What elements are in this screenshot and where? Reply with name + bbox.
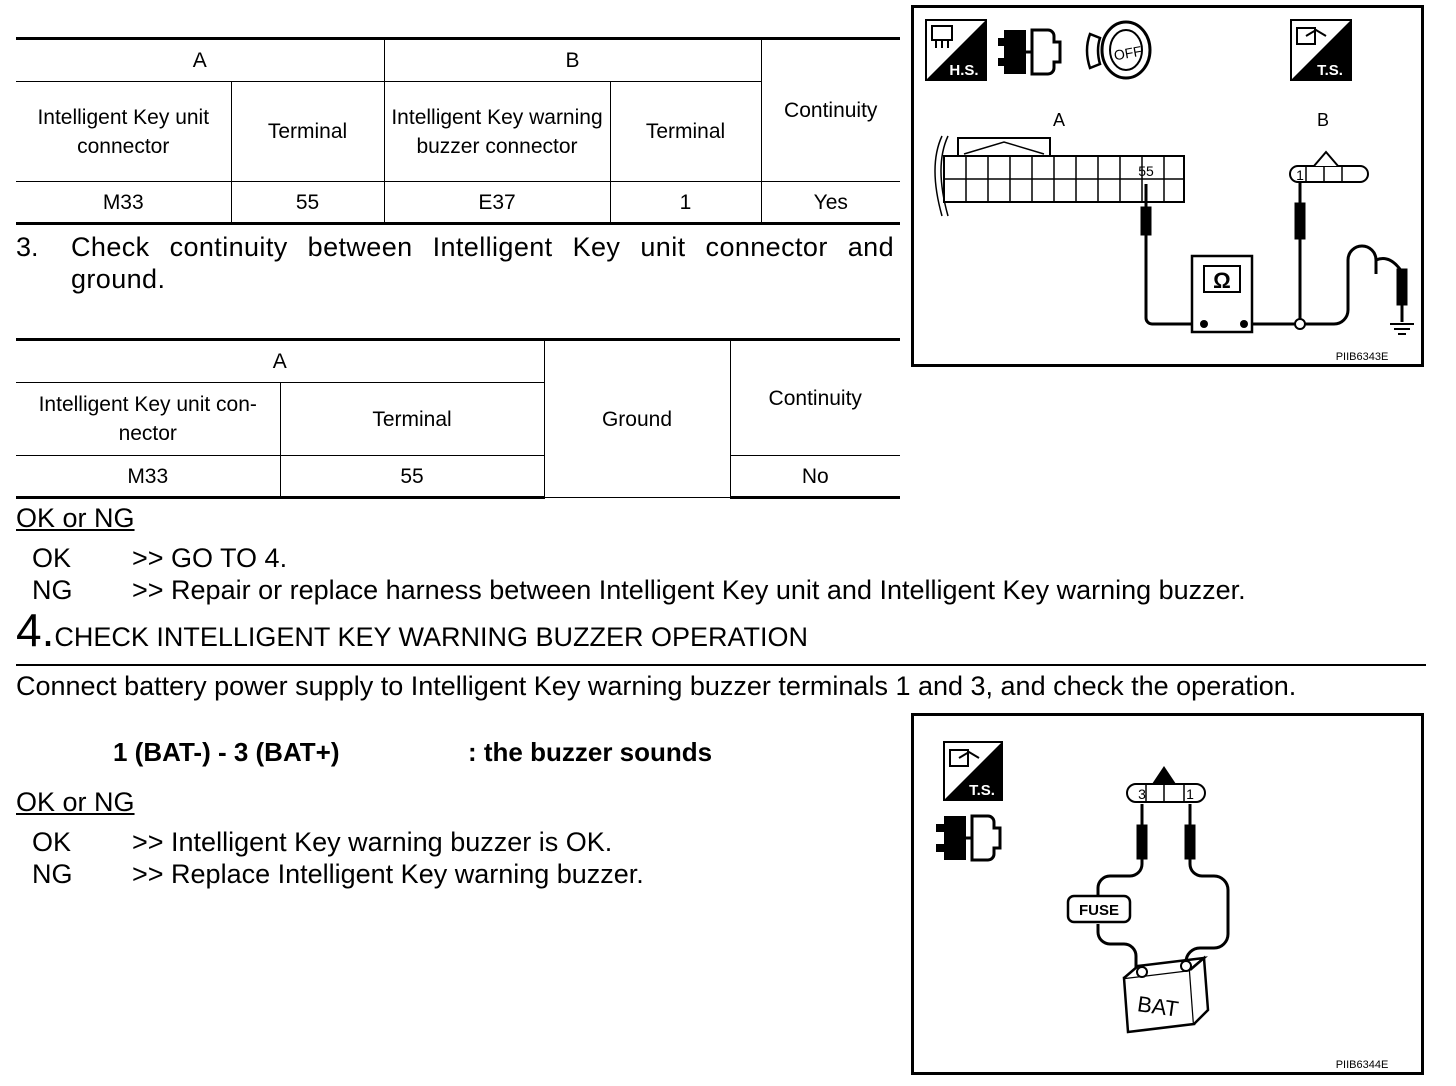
table1-col-continuity: Continuity bbox=[760, 37, 900, 182]
icon-off-label: OFF bbox=[1113, 43, 1143, 64]
figure-continuity-diagram: H.S. OFF T.S. A bbox=[911, 5, 1424, 367]
connector-icon bbox=[936, 814, 1002, 862]
table2-col-a-terminal: Terminal bbox=[279, 382, 544, 456]
table1-cell-b-connector: E37 bbox=[383, 181, 611, 225]
connector-b-label: B bbox=[1317, 110, 1329, 130]
buzzer-terminal-left: 3 bbox=[1138, 786, 1146, 802]
table1-header-a: A bbox=[16, 37, 385, 82]
buzzer-terminal-right: 1 bbox=[1186, 786, 1194, 802]
junction-point bbox=[1294, 318, 1306, 330]
ohmmeter-symbol: Ω bbox=[1213, 268, 1231, 293]
continuity-table-1: A B Continuity Intelligent Key unit conn… bbox=[16, 37, 900, 225]
ground-icon bbox=[1390, 323, 1414, 335]
result2-ok-text: >> Intelligent Key warning buzzer is OK. bbox=[132, 827, 613, 857]
table1-cell-b-terminal: 1 bbox=[609, 181, 762, 225]
table2-cell-continuity: No bbox=[729, 455, 900, 499]
table1-col-b-connector: Intelligent Key warning buzzer connector bbox=[383, 81, 611, 182]
result1-ok-text: >> GO TO 4. bbox=[132, 543, 288, 573]
step4-number: 4. bbox=[16, 604, 55, 656]
result1-ok-row: OK >> GO TO 4. bbox=[0, 542, 1400, 574]
step4-title: CHECK INTELLIGENT KEY WARNING BUZZER OPE… bbox=[54, 622, 808, 652]
ohmmeter-icon: Ω bbox=[1190, 254, 1254, 334]
connector-a-terminal: 55 bbox=[1138, 163, 1154, 179]
connector-b-diagram: 1 bbox=[1289, 150, 1369, 183]
icon-ts-label: T.S. bbox=[1317, 62, 1343, 79]
icon-hs-label: H.S. bbox=[949, 62, 978, 79]
connector-a-diagram: 55 bbox=[934, 135, 1185, 217]
connector-b-terminal: 1 bbox=[1296, 167, 1304, 183]
result2-ng-row: NG >> Replace Intelligent Key warning bu… bbox=[0, 858, 900, 890]
result1-heading: OK or NG bbox=[16, 503, 135, 533]
continuity-table-2: A Ground Continuity Intelligent Key unit… bbox=[16, 338, 900, 499]
result2-ok-row: OK >> Intelligent Key warning buzzer is … bbox=[0, 826, 900, 858]
table2-cell-a-terminal: 55 bbox=[279, 455, 545, 499]
table2-header-a: A bbox=[16, 338, 545, 383]
step3-number: 3. bbox=[16, 232, 39, 262]
figure-buzzer-test-diagram: T.S. 3 1 bbox=[911, 713, 1424, 1075]
result2-ng-key: NG bbox=[32, 859, 73, 889]
result2-ng-text: >> Replace Intelligent Key warning buzze… bbox=[132, 859, 644, 889]
table1-col-b-terminal: Terminal bbox=[609, 81, 761, 182]
terminal-side-icon: T.S. bbox=[943, 741, 1003, 801]
step4-instruction: Connect battery power supply to Intellig… bbox=[16, 671, 1297, 701]
result1-ng-text: >> Repair or replace harness between Int… bbox=[132, 575, 1246, 605]
result2-heading: OK or NG bbox=[16, 787, 135, 817]
harness-side-icon: H.S. bbox=[925, 19, 987, 81]
figure1-code: PIIB6343E bbox=[1336, 351, 1389, 363]
table1-cell-a-connector: M33 bbox=[16, 181, 232, 225]
test-wires bbox=[1096, 804, 1230, 976]
buzzer-connector: 3 1 bbox=[1126, 766, 1206, 803]
step3-text: Check continuity between Intelligent Key… bbox=[71, 232, 894, 294]
battery-label: BAT bbox=[1136, 991, 1180, 1021]
table2-cell-a-connector: M33 bbox=[16, 455, 281, 499]
connector-a-label: A bbox=[1053, 110, 1065, 130]
ignition-off-icon: OFF bbox=[1085, 20, 1152, 80]
fuse-icon: FUSE bbox=[1066, 894, 1132, 924]
table1-header-b: B bbox=[383, 37, 762, 82]
table2-col-continuity: Continuity bbox=[729, 338, 900, 456]
connector-icon bbox=[998, 28, 1062, 76]
step4-rule bbox=[16, 664, 1426, 666]
table1-col-a-terminal: Terminal bbox=[230, 81, 385, 182]
step4-spec-left: 1 (BAT-) - 3 (BAT+) bbox=[113, 737, 340, 767]
step4-spec-right: : the buzzer sounds bbox=[468, 737, 713, 767]
fuse-label: FUSE bbox=[1079, 902, 1119, 919]
result1-ng-key: NG bbox=[32, 575, 73, 605]
battery-icon: BAT bbox=[1122, 955, 1210, 1034]
terminal-side-icon: T.S. bbox=[1290, 19, 1352, 81]
table2-col-ground: Ground bbox=[543, 338, 731, 498]
table1-cell-a-terminal: 55 bbox=[230, 181, 385, 225]
step4-heading: 4.CHECK INTELLIGENT KEY WARNING BUZZER O… bbox=[16, 604, 808, 656]
result1-ok-key: OK bbox=[32, 543, 72, 573]
probe-wires bbox=[1140, 182, 1408, 326]
table2-col-a-connector: Intelligent Key unit con-nector bbox=[16, 382, 281, 456]
icon-ts-label-2: T.S. bbox=[969, 782, 995, 799]
table1-cell-continuity: Yes bbox=[760, 181, 900, 225]
table1-col-a-connector: Intelligent Key unit connector bbox=[16, 81, 232, 182]
figure2-code: PIIB6344E bbox=[1336, 1059, 1389, 1071]
result2-ok-key: OK bbox=[32, 827, 72, 857]
result1-ng-row: NG >> Repair or replace harness between … bbox=[0, 574, 1400, 606]
